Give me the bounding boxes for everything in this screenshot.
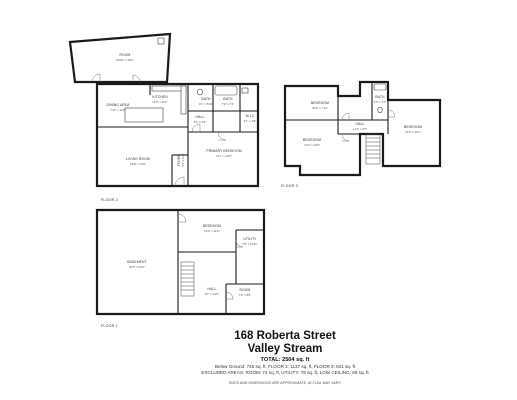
disclaimer: SIZES AND DIMENSIONS ARE APPROXIMATE, AC… bbox=[228, 380, 342, 385]
room-label: BEDROOM bbox=[203, 224, 221, 228]
room-label: BEDROOM bbox=[303, 138, 321, 142]
room-dimensions: 13'7" x 16'6" bbox=[216, 154, 232, 158]
room-label: ROOM bbox=[120, 53, 131, 57]
room-label: BATH bbox=[375, 95, 385, 99]
floor-2-plan: ROOM 20'10" x 10'0" KITCHEN 14'0" x 11'0… bbox=[68, 32, 260, 202]
room-label: BATH bbox=[201, 97, 211, 101]
room-dimensions: 14'0" x 11'0" bbox=[152, 100, 168, 104]
room-label: KITCHEN bbox=[152, 95, 168, 99]
floor-1-walls bbox=[95, 208, 266, 316]
room-dimensions: 7'8" x 10'11" bbox=[242, 242, 258, 246]
floor-2-room-door-swing bbox=[132, 74, 141, 83]
floor-2-door-swing bbox=[174, 176, 185, 187]
room-dimensions: 6'1" x 4'8" bbox=[244, 119, 257, 123]
room-label: DINING AREA bbox=[107, 103, 131, 107]
toilet bbox=[197, 88, 203, 96]
kitchen-island bbox=[124, 107, 164, 123]
excluded-areas: EXCLUDED AREAS: ROOM: 74 sq. ft, UTILITY… bbox=[201, 370, 369, 376]
room-dimensions: 8'7" x 12'0" bbox=[205, 292, 219, 296]
room-label: HALL bbox=[208, 287, 217, 291]
room-dimensions: 11'0" x 10'0" bbox=[304, 143, 320, 147]
city-name: Valley Stream bbox=[247, 343, 323, 355]
bathtub bbox=[373, 83, 387, 91]
floor-3-door-swing bbox=[387, 109, 396, 118]
room-dimensions: 11'2" x 3'7" bbox=[353, 127, 367, 131]
floor-2-door-swing bbox=[217, 131, 227, 141]
room-dimensions: 7'11" x 11'8" bbox=[110, 108, 125, 112]
room-dimensions: 20'10" x 10'0" bbox=[116, 58, 133, 62]
room-label: HALL bbox=[356, 122, 365, 126]
floor-2-room-door-swing bbox=[91, 73, 101, 83]
room-dimensions: 4'1" x 5'10" bbox=[199, 102, 213, 106]
floor-1-door-swing bbox=[177, 213, 187, 223]
floor-3-walls bbox=[283, 80, 442, 177]
floor-1-door-swing bbox=[235, 239, 244, 248]
kitchen-counter bbox=[180, 85, 187, 115]
floor-3-door-swing bbox=[341, 112, 350, 121]
room-label: ROOM bbox=[240, 288, 251, 292]
floor-3-stairs bbox=[365, 133, 381, 165]
room-label: PRIMARY BEDROOM bbox=[206, 149, 241, 153]
room-dimensions: 10'0" x 11'0" bbox=[204, 229, 220, 233]
floor-2-main-walls bbox=[95, 82, 260, 188]
floor-2-room-walls bbox=[68, 32, 172, 84]
room-label: FOYER bbox=[177, 153, 181, 166]
room-dimensions: 4'3" x 7'0" bbox=[374, 100, 387, 104]
room-label: HALL bbox=[196, 115, 205, 119]
room-dimensions: 7'2" x 7'3" bbox=[222, 102, 235, 106]
floor-3-plan: BEDROOM 10'8" x 7'10" BEDROOM 11'0" x 10… bbox=[281, 80, 442, 188]
bathtub bbox=[214, 85, 238, 96]
room-dimensions: 19'8" x 13'6" bbox=[130, 162, 146, 166]
floor-2-room-fixture bbox=[157, 37, 165, 45]
room-dimensions: 10'8" x 7'10" bbox=[312, 106, 328, 110]
floor-1-door-swing bbox=[225, 291, 234, 300]
room-label: BEDROOM bbox=[404, 125, 422, 129]
area-breakdown: Below Ground: 746 sq. ft, FLOOR 2: 1137 … bbox=[214, 364, 356, 369]
room-dimensions: 5'0" x 11'6" bbox=[181, 153, 185, 167]
floor-3-door-swing bbox=[341, 133, 350, 142]
room-label: BEDROOM bbox=[311, 101, 329, 105]
room-label: UTILITY bbox=[243, 237, 257, 241]
street-address: 168 Roberta Street bbox=[234, 330, 336, 342]
sink bbox=[241, 87, 249, 94]
room-label: BATH bbox=[223, 97, 233, 101]
room-label: LIVING ROOM bbox=[126, 157, 150, 161]
toilet bbox=[377, 106, 383, 114]
floor-label: FLOOR 3 bbox=[281, 184, 298, 188]
total-area: TOTAL: 2504 sq. ft bbox=[260, 357, 310, 363]
floor-2-door-swing bbox=[191, 123, 201, 133]
title-block: 168 Roberta Street Valley Stream TOTAL: … bbox=[190, 330, 380, 386]
room-label: BASEMENT bbox=[127, 260, 146, 264]
room-label: W.I.C bbox=[246, 114, 255, 118]
room-dimensions: 4'0" x 5'8" bbox=[194, 120, 207, 124]
room-dimensions: 20'5" x 23'6" bbox=[129, 265, 145, 269]
floor-1-stairs bbox=[180, 261, 195, 297]
floor-1-plan: BASEMENT 20'5" x 23'6" BEDROOM 10'0" x 1… bbox=[95, 208, 266, 328]
floor-label: FLOOR 1 bbox=[101, 324, 118, 328]
room-dimensions: 7'8" x 8'8" bbox=[239, 293, 252, 297]
floor-label: FLOOR 2 bbox=[101, 198, 118, 202]
room-dimensions: 11'0" x 12'1" bbox=[405, 130, 421, 134]
